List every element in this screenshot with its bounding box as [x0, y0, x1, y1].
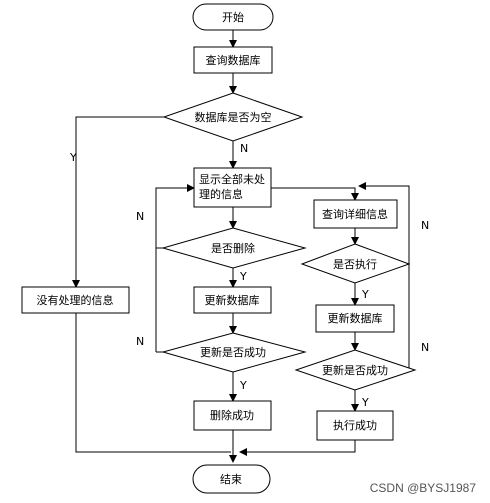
decision-update-success-left-label: 更新是否成功 — [200, 345, 266, 359]
label-n-db-empty: N — [240, 142, 248, 155]
watermark-text: CSDN @BYSJ1987 — [370, 481, 477, 495]
decision-is-execute: 是否执行 — [300, 243, 411, 284]
node-execute-success: 执行成功 — [316, 410, 394, 441]
node-no-unprocessed: 没有处理的信息 — [21, 286, 130, 314]
label-y-db-empty: Y — [69, 151, 77, 164]
decision-db-empty-label: 数据库是否为空 — [195, 110, 272, 124]
label-y-update-right: Y — [361, 396, 369, 409]
branch-labels: N Y N Y N Y Y Y N N — [69, 142, 429, 409]
decision-is-execute-label: 是否执行 — [333, 257, 377, 271]
node-start-label: 开始 — [222, 10, 244, 24]
node-execute-success-label: 执行成功 — [333, 418, 377, 432]
node-show-unprocessed-label-2: 理的信息 — [199, 187, 243, 201]
node-update-db-right-label: 更新数据库 — [328, 311, 383, 325]
node-update-db-left-label: 更新数据库 — [205, 293, 260, 307]
node-query-detail: 查询详细信息 — [313, 199, 398, 229]
node-no-unprocessed-label: 没有处理的信息 — [37, 293, 114, 307]
label-y-is-delete: Y — [239, 270, 247, 283]
node-delete-success: 删除成功 — [193, 400, 272, 431]
node-update-db-left: 更新数据库 — [193, 286, 272, 314]
decision-update-success-left: 更新是否成功 — [161, 332, 307, 373]
label-n-right-lower: N — [421, 341, 429, 354]
connectors — [72, 30, 415, 463]
node-query-db: 查询数据库 — [193, 46, 273, 74]
decision-db-empty: 数据库是否为空 — [162, 92, 304, 142]
node-start: 开始 — [192, 3, 274, 31]
node-query-detail-label: 查询详细信息 — [322, 207, 388, 221]
label-n-right-upper: N — [421, 219, 429, 232]
label-y-is-execute: Y — [361, 288, 369, 301]
label-y-update-left: Y — [239, 379, 247, 392]
decision-is-delete-label: 是否删除 — [211, 241, 255, 255]
node-show-unprocessed: 显示全部未处 理的信息 — [193, 167, 272, 208]
node-show-unprocessed-label-1: 显示全部未处 — [199, 172, 265, 186]
label-n-left-upper: N — [136, 210, 144, 223]
label-n-left-lower: N — [136, 335, 144, 348]
node-delete-success-label: 删除成功 — [210, 408, 254, 422]
decision-update-success-right: 更新是否成功 — [294, 349, 417, 391]
node-end-label: 结束 — [220, 473, 242, 486]
decision-is-delete: 是否删除 — [161, 227, 307, 269]
node-update-db-right: 更新数据库 — [315, 304, 395, 333]
decision-update-success-right-label: 更新是否成功 — [322, 363, 388, 377]
node-query-db-label: 查询数据库 — [206, 53, 261, 67]
node-end: 结束 — [192, 464, 271, 494]
